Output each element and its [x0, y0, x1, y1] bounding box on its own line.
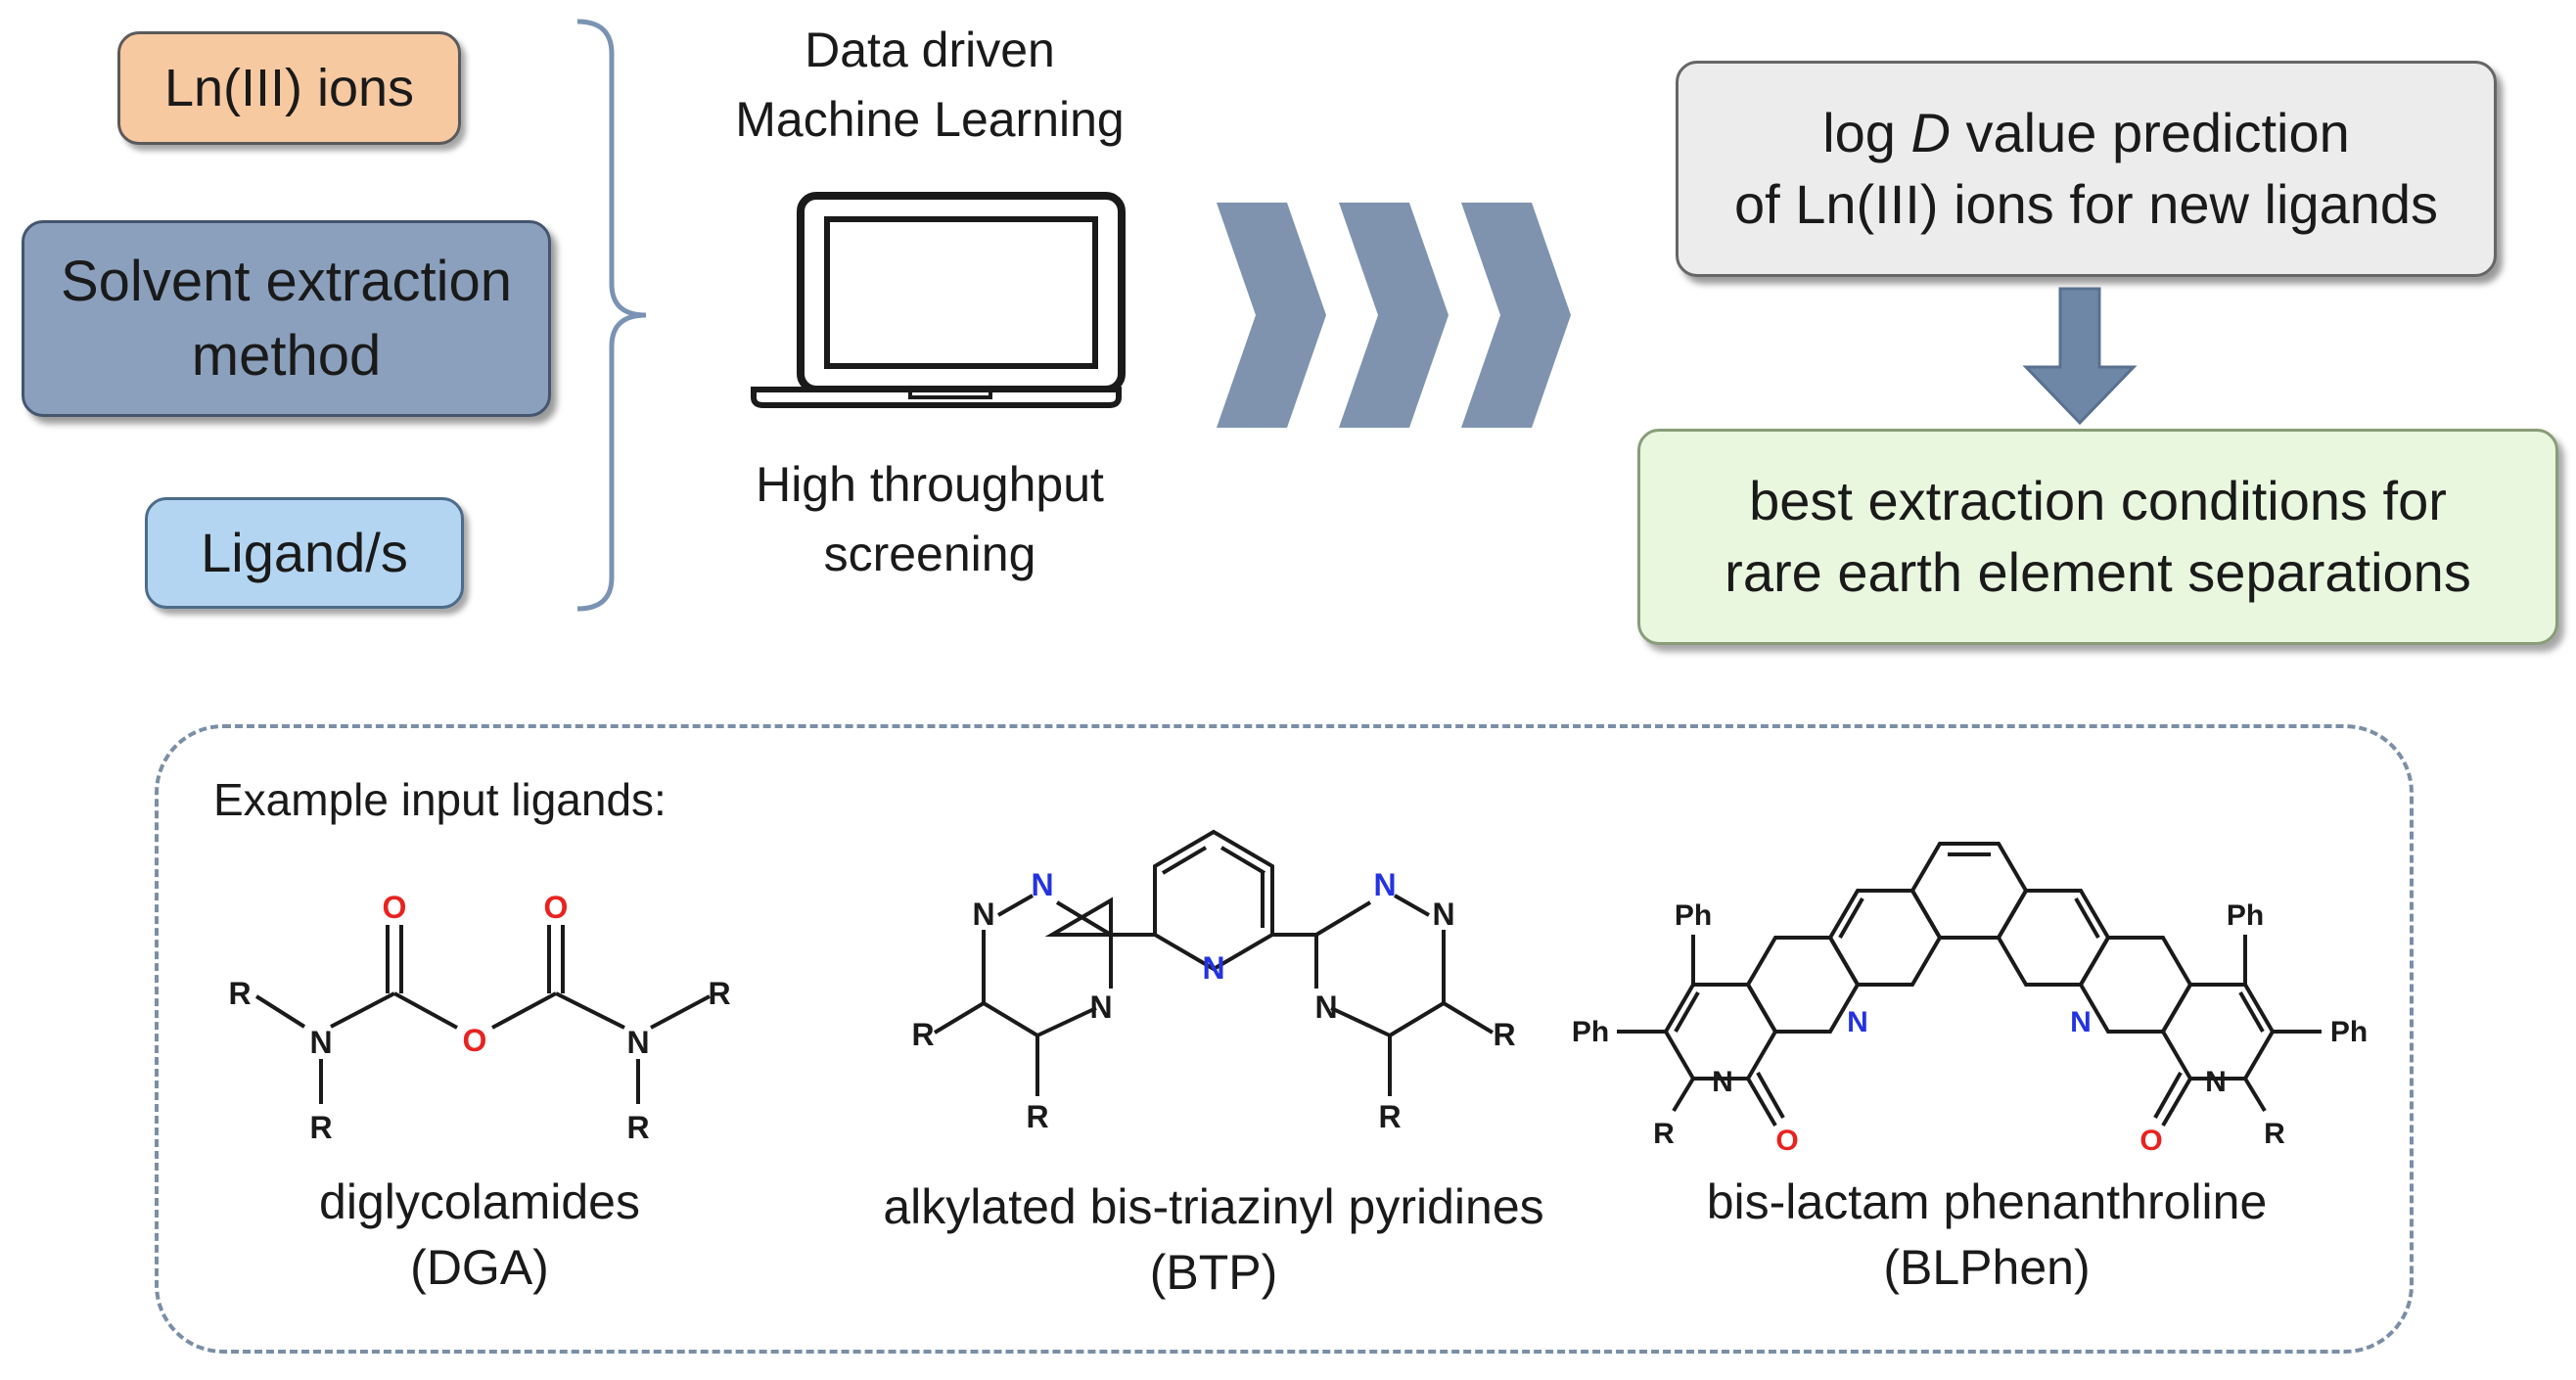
laptop-icon [751, 192, 1126, 408]
ml-line4: screening [823, 527, 1036, 581]
btp-r-r2: R [1378, 1099, 1401, 1134]
btp-n-l3: N [1089, 989, 1112, 1025]
logd-italic-d: D [1910, 101, 1951, 163]
best-line1: best extraction conditions for [1749, 469, 2447, 531]
chevron-3-icon [1461, 203, 1571, 428]
logd-rest: value prediction [1950, 101, 2350, 163]
chevron-1-icon [1217, 203, 1326, 428]
dga-o-ether: O [463, 1023, 487, 1058]
chevron-arrows [1217, 203, 1571, 428]
blphen-ph1: Ph [1675, 899, 1712, 932]
btp-n-py: N [1202, 950, 1224, 986]
ln-ions-label: Ln(III) ions [163, 58, 415, 117]
dga-n1: N [309, 1025, 332, 1060]
dga-structure [254, 925, 711, 1104]
blphen-r-l: R [1653, 1118, 1675, 1150]
down-arrow-icon [2022, 287, 2138, 426]
blphen-n2: N [2070, 1006, 2092, 1038]
btp-r-l2: R [1026, 1099, 1048, 1134]
dga-n2: N [626, 1025, 649, 1060]
screening-label: High throughput screening [626, 450, 1233, 589]
blphen-r-r: R [2264, 1118, 2285, 1150]
ml-line1: Data driven [805, 23, 1055, 77]
dga-r4: R [626, 1110, 649, 1145]
panel-title: Example input ligands: [213, 774, 667, 825]
blphen-ph2: Ph [1572, 1016, 1609, 1048]
ligands-box: Ligand/s [145, 497, 464, 609]
btp-caption: alkylated bis-triazinyl pyridines (BTP) [832, 1174, 1595, 1306]
example-ligands-panel [155, 724, 2414, 1354]
blphen-structure [1617, 842, 2322, 1127]
ml-label: Data driven Machine Learning [626, 16, 1233, 155]
btp-name: alkylated bis-triazinyl pyridines [883, 1179, 1544, 1234]
btp-r-l1: R [911, 1017, 934, 1052]
logd-prefix: log [1822, 101, 1911, 163]
btp-n-l1: N [972, 897, 994, 932]
solvent-line1: Solvent extraction [60, 250, 513, 314]
best-conditions-box: best extraction conditions for rare eart… [1637, 429, 2558, 645]
btp-structure [933, 829, 1495, 1096]
logd-line2: of Ln(III) ions for new ligands [1733, 172, 2439, 235]
logd-prediction-box: log D value prediction of Ln(III) ions f… [1676, 61, 2497, 277]
btp-r-r1: R [1493, 1017, 1515, 1052]
logd-line1: log D value prediction [1734, 98, 2438, 169]
dga-atoms: R N R O O O N R R [228, 890, 730, 1145]
blphen-ph3: Ph [2227, 899, 2264, 932]
blphen-n-l: N [1712, 1066, 1733, 1098]
chevron-2-icon [1339, 203, 1449, 428]
solvent-extraction-box: Solvent extraction method [22, 220, 551, 417]
dga-r3: R [708, 976, 730, 1011]
dga-r2: R [309, 1110, 332, 1145]
dga-o1: O [383, 890, 407, 925]
dga-r1: R [228, 976, 251, 1011]
solvent-line2: method [191, 323, 382, 388]
blphen-o-l: O [1775, 1125, 1798, 1157]
blphen-name: bis-lactam phenanthroline [1706, 1174, 2268, 1229]
ln-ions-box: Ln(III) ions [117, 31, 461, 145]
best-line2: rare earth element separations [1725, 540, 2471, 603]
blphen-ph4: Ph [2330, 1016, 2368, 1048]
ml-line2: Machine Learning [735, 92, 1125, 147]
btp-atoms: N N N N R R N N N R R [911, 867, 1515, 1134]
dga-name: diglycolamides [319, 1174, 640, 1229]
dga-o2: O [544, 890, 569, 925]
btp-abbr: (BTP) [1149, 1245, 1278, 1300]
blphen-n1: N [1847, 1006, 1868, 1038]
blphen-atoms: N N N N O O Ph Ph Ph Ph R R [1572, 899, 2368, 1157]
dga-abbr: (DGA) [410, 1240, 549, 1295]
blphen-abbr: (BLPhen) [1883, 1240, 2091, 1295]
dga-caption: diglycolamides (DGA) [225, 1170, 734, 1301]
blphen-o-r: O [2139, 1125, 2162, 1157]
btp-n-r2: N [1373, 867, 1396, 902]
btp-n-r1: N [1432, 897, 1454, 932]
curly-brace [576, 19, 647, 612]
ligands-label: Ligand/s [201, 521, 408, 583]
btp-n-l2: N [1031, 867, 1053, 902]
blphen-n-r: N [2205, 1066, 2227, 1098]
btp-n-r3: N [1314, 989, 1337, 1025]
blphen-caption: bis-lactam phenanthroline (BLPhen) [1644, 1170, 2329, 1301]
ml-line3: High throughput [756, 457, 1104, 512]
